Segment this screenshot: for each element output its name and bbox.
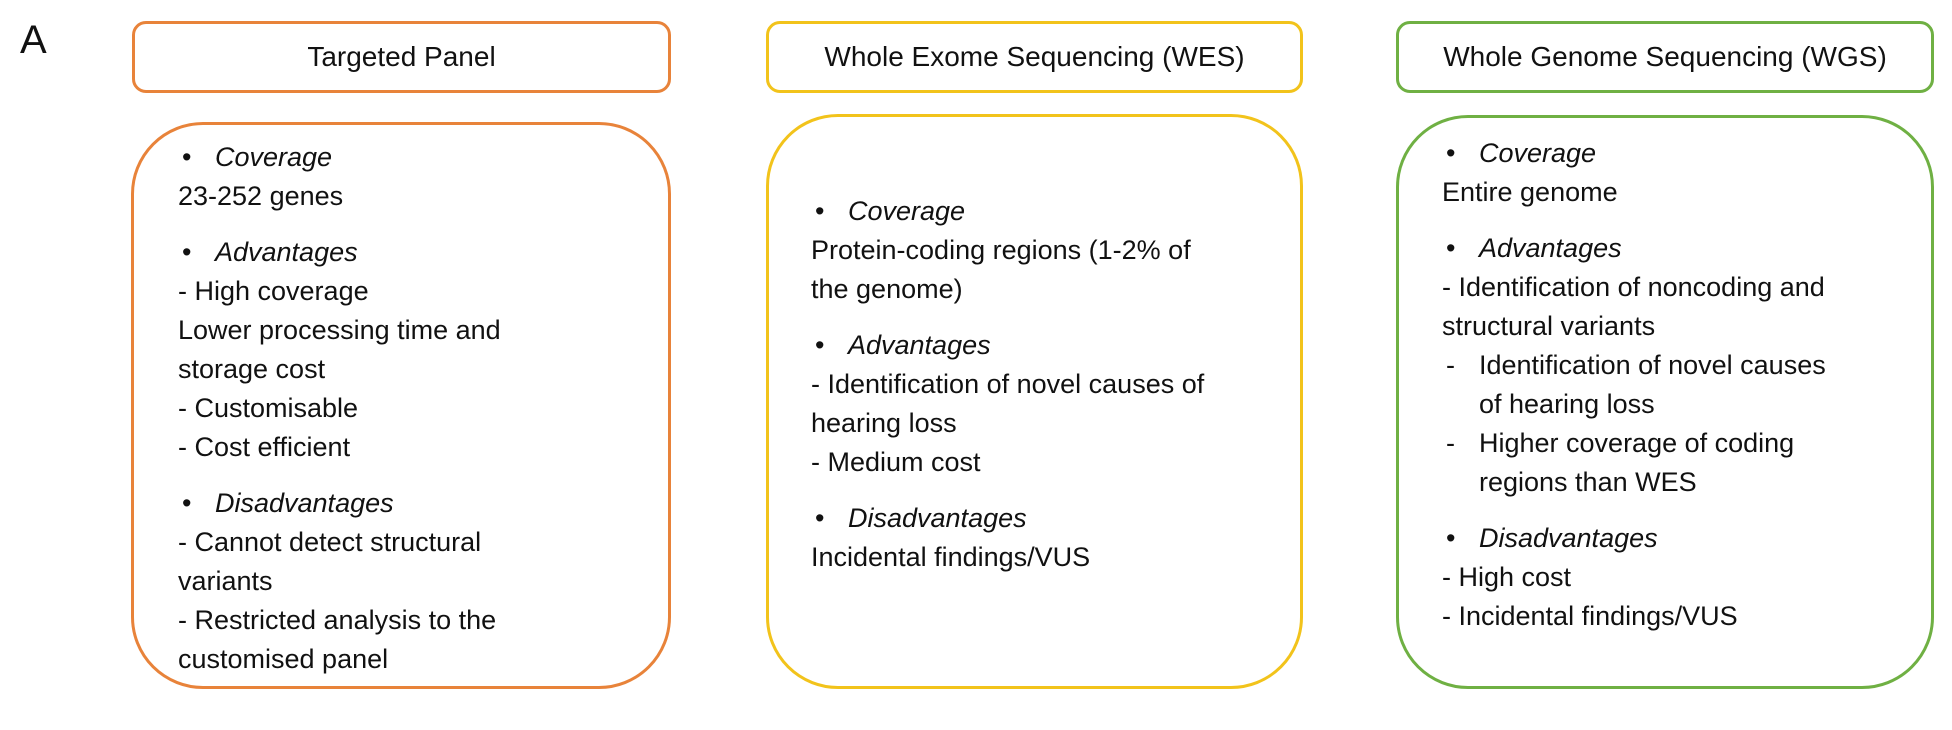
targeted-disadvantages-bullet: • Disadvantages	[178, 484, 648, 523]
wgs-disadvantage-line: - High cost	[1442, 562, 1572, 592]
targeted-disadvantage-line: variants	[178, 566, 273, 596]
wes-header: Whole Exome Sequencing (WES)	[766, 21, 1303, 93]
wgs-box	[1396, 115, 1934, 689]
wgs-coverage-bullet: • Coverage	[1442, 134, 1912, 173]
wes-disadvantage-line: Incidental findings/VUS	[811, 542, 1091, 572]
wgs-content: • Coverage Entire genome • Advantages - …	[1442, 134, 1912, 636]
targeted-disadvantage-line: - Restricted analysis to the	[178, 605, 497, 635]
targeted-coverage-section: • Coverage 23-252 genes	[178, 138, 648, 216]
wgs-advantages-bullet: • Advantages	[1442, 229, 1912, 268]
wgs-disadvantages-bullet: • Disadvantages	[1442, 519, 1912, 558]
targeted-advantage-line: Lower processing time and	[178, 315, 501, 345]
panel-label: A	[20, 18, 47, 62]
targeted-panel-box	[131, 122, 671, 689]
wes-advantage-line: - Medium cost	[811, 447, 981, 477]
wgs-advantage-line: - Identification of noncoding and	[1442, 272, 1825, 302]
targeted-coverage-bullet: • Coverage	[178, 138, 648, 177]
wgs-advantage-line: of hearing loss	[1479, 389, 1655, 419]
wes-coverage-heading: Coverage	[848, 196, 966, 226]
wes-coverage-line: Protein-coding regions (1-2% of	[811, 235, 1191, 265]
wgs-coverage-line: Entire genome	[1442, 177, 1618, 207]
bullet-icon: •	[182, 142, 192, 172]
wes-advantages-bullet: • Advantages	[811, 326, 1281, 365]
targeted-advantage-line: - Customisable	[178, 393, 359, 423]
wes-coverage-section: • Coverage Protein-coding regions (1-2% …	[811, 192, 1281, 309]
wes-advantage-line: hearing loss	[811, 408, 957, 438]
targeted-coverage-line: 23-252 genes	[178, 181, 344, 211]
wgs-advantage-line: Identification of novel causes	[1479, 350, 1826, 380]
bullet-icon: •	[815, 196, 825, 226]
wgs-disadvantage-line: - Incidental findings/VUS	[1442, 601, 1738, 631]
wgs-title: Whole Genome Sequencing (WGS)	[1443, 41, 1887, 72]
targeted-advantages-bullet: • Advantages	[178, 233, 648, 272]
wgs-header: Whole Genome Sequencing (WGS)	[1396, 21, 1934, 93]
wgs-advantage-line: Higher coverage of coding	[1479, 428, 1795, 458]
wes-coverage-bullet: • Coverage	[811, 192, 1281, 231]
wgs-advantage-dash-text: Identification of novel causes of hearin…	[1479, 346, 1826, 424]
bullet-icon: •	[1446, 138, 1456, 168]
wes-advantages-section: • Advantages - Identification of novel c…	[811, 326, 1281, 482]
targeted-advantage-line: storage cost	[178, 354, 326, 384]
targeted-advantage-line: - High coverage	[178, 276, 369, 306]
bullet-icon: •	[815, 330, 825, 360]
wes-coverage-line: the genome)	[811, 274, 963, 304]
wgs-advantages-heading: Advantages	[1479, 233, 1622, 263]
targeted-disadvantages-heading: Disadvantages	[215, 488, 394, 518]
wes-box	[766, 114, 1303, 689]
wes-advantages-heading: Advantages	[848, 330, 991, 360]
targeted-advantages-section: • Advantages - High coverage Lower proce…	[178, 233, 648, 467]
wgs-coverage-section: • Coverage Entire genome	[1442, 134, 1912, 212]
wes-content: • Coverage Protein-coding regions (1-2% …	[811, 192, 1281, 577]
bullet-icon: •	[1446, 233, 1456, 263]
wgs-advantages-section: • Advantages - Identification of noncodi…	[1442, 229, 1912, 502]
wgs-disadvantages-heading: Disadvantages	[1479, 523, 1658, 553]
wes-disadvantages-bullet: • Disadvantages	[811, 499, 1281, 538]
targeted-advantage-line: - Cost efficient	[178, 432, 351, 462]
wgs-advantage-dash-item: - Identification of novel causes of hear…	[1442, 346, 1912, 424]
wgs-advantage-dash-text: Higher coverage of coding regions than W…	[1479, 424, 1794, 502]
dash-marker: -	[1446, 350, 1455, 380]
wgs-advantage-dash-item: - Higher coverage of coding regions than…	[1442, 424, 1912, 502]
wes-disadvantages-heading: Disadvantages	[848, 503, 1027, 533]
dash-marker: -	[1446, 428, 1455, 458]
wgs-coverage-heading: Coverage	[1479, 138, 1597, 168]
wgs-disadvantages-section: • Disadvantages - High cost - Incidental…	[1442, 519, 1912, 636]
bullet-icon: •	[182, 237, 192, 267]
targeted-disadvantage-line: customised panel	[178, 644, 389, 674]
targeted-disadvantages-section: • Disadvantages - Cannot detect structur…	[178, 484, 648, 679]
bullet-icon: •	[1446, 523, 1456, 553]
wes-title: Whole Exome Sequencing (WES)	[824, 41, 1245, 72]
targeted-disadvantage-line: - Cannot detect structural	[178, 527, 482, 557]
bullet-icon: •	[815, 503, 825, 533]
bullet-icon: •	[182, 488, 192, 518]
targeted-panel-content: • Coverage 23-252 genes • Advantages - H…	[178, 138, 648, 679]
targeted-advantages-heading: Advantages	[215, 237, 358, 267]
wgs-advantage-line: structural variants	[1442, 311, 1656, 341]
wes-disadvantages-section: • Disadvantages Incidental findings/VUS	[811, 499, 1281, 577]
targeted-panel-title: Targeted Panel	[307, 41, 496, 72]
wgs-advantage-line: regions than WES	[1479, 467, 1697, 497]
targeted-coverage-heading: Coverage	[215, 142, 333, 172]
targeted-panel-header: Targeted Panel	[132, 21, 671, 93]
wes-advantage-line: - Identification of novel causes of	[811, 369, 1205, 399]
